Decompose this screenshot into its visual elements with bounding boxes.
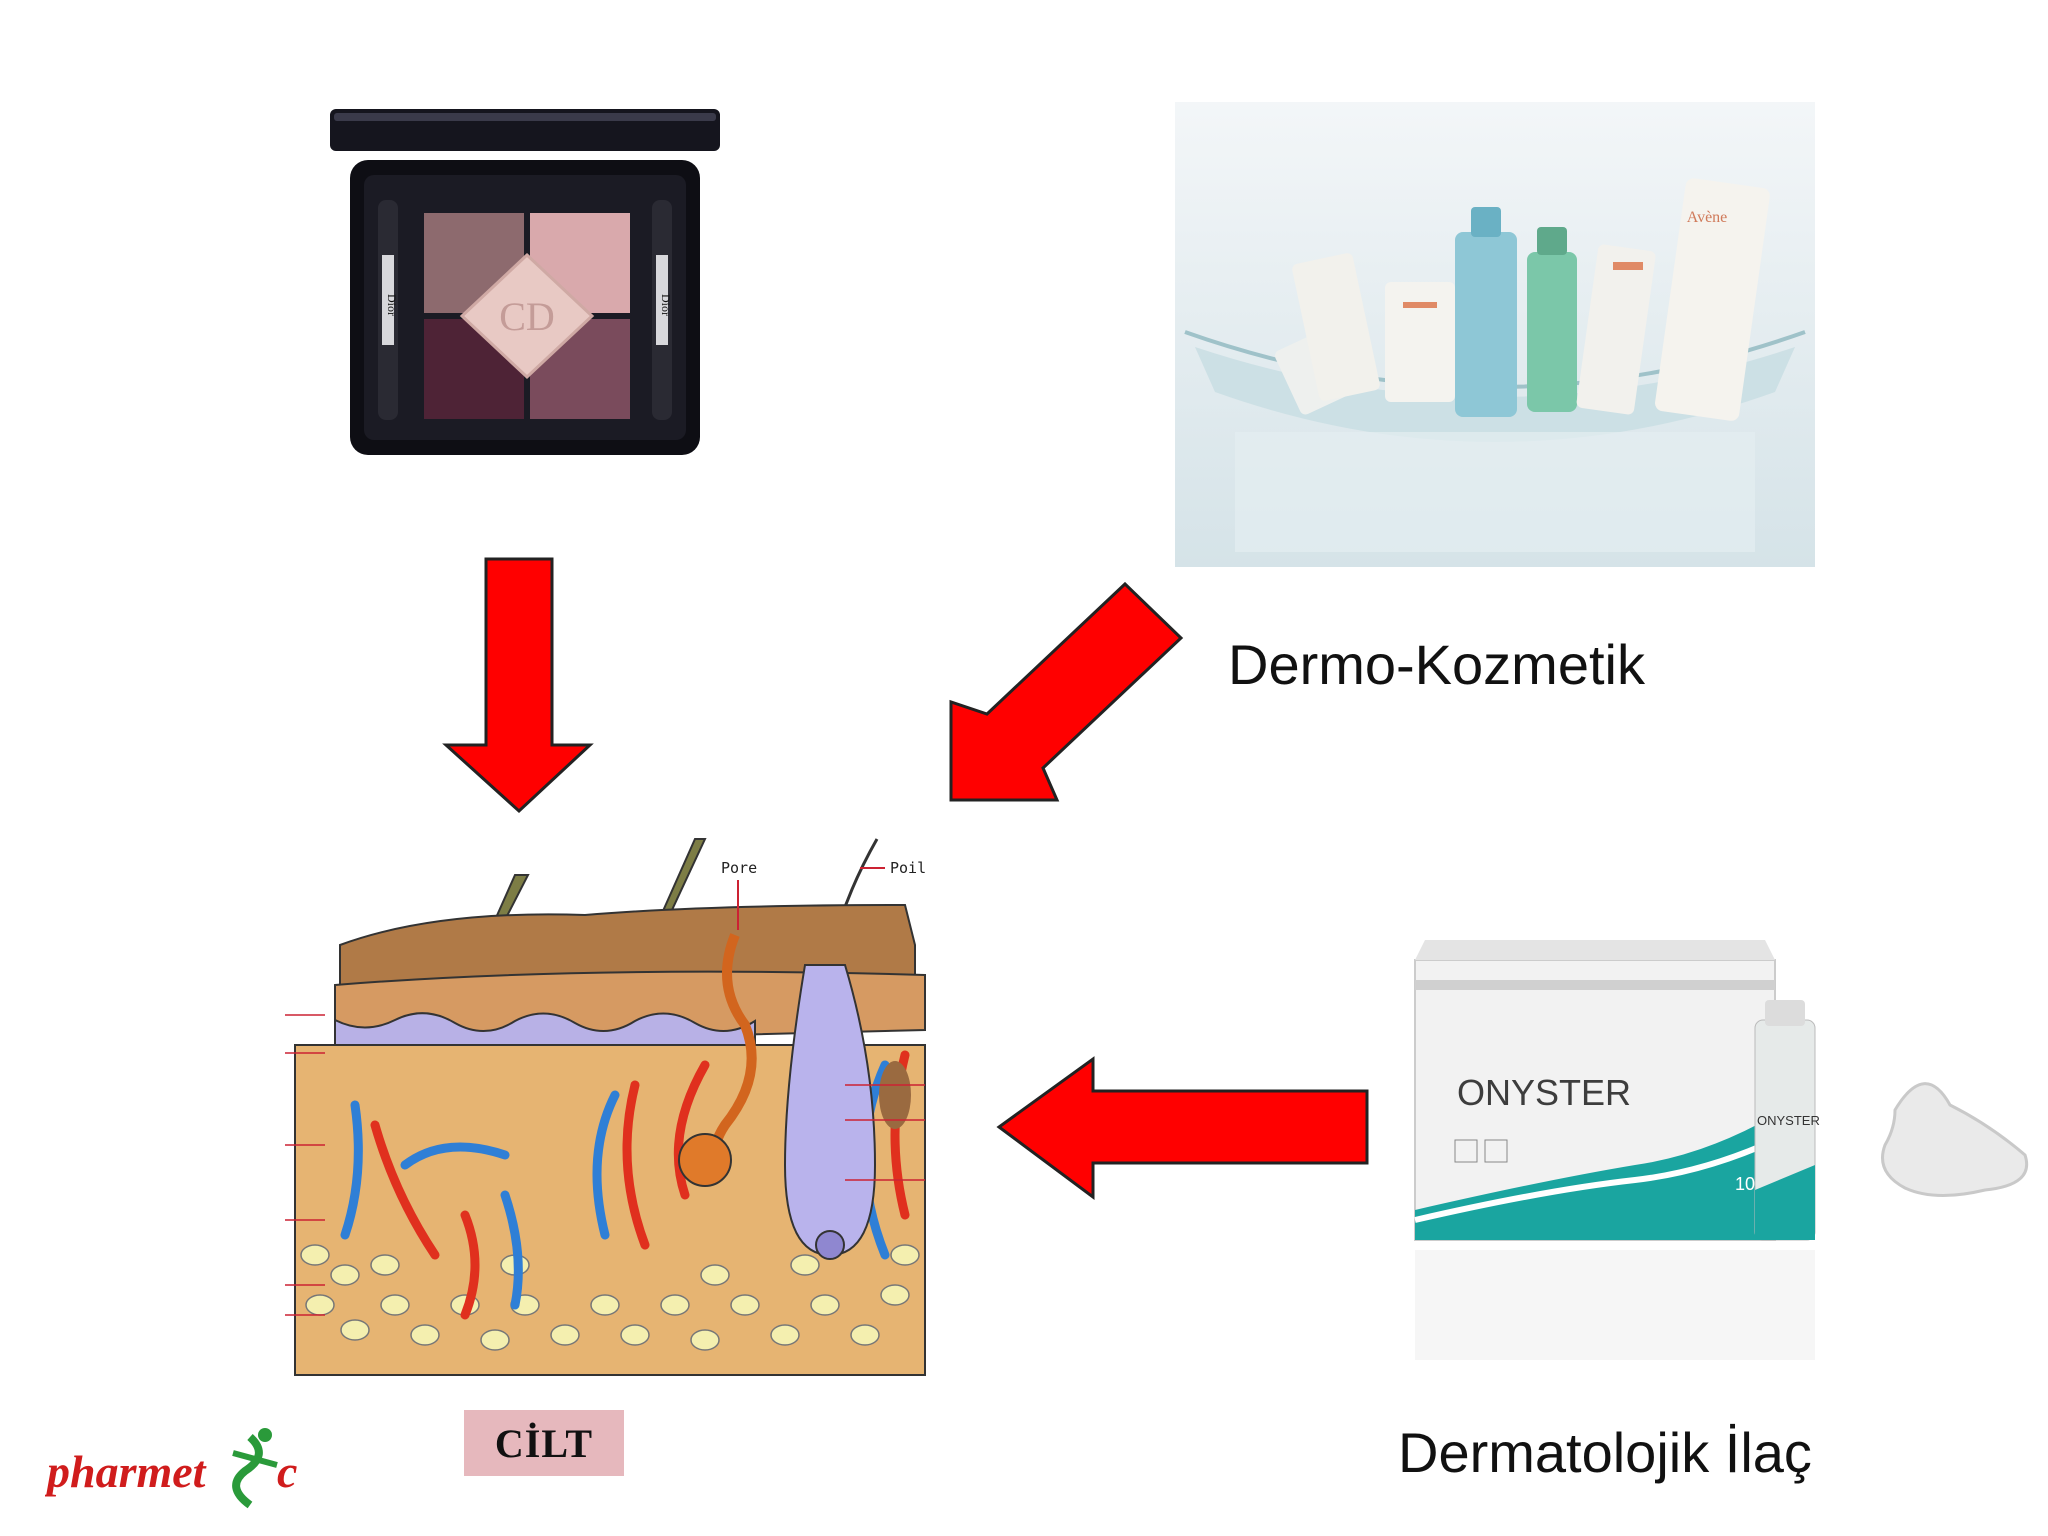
- dior-monogram: CD: [499, 294, 555, 339]
- dermo-cosmetic-caption: Dermo-Kozmetik: [1228, 633, 1645, 696]
- dermatological-drug-image: ONYSTER 10 ONYSTER: [1414, 940, 2028, 1360]
- logo-text-right: c: [277, 1446, 297, 1497]
- pharmetic-logo: pharmet c: [43, 1425, 315, 1515]
- skin-caption-text: CİLT: [494, 1420, 594, 1466]
- eyeshadow-palette-image: Dior Dior CD: [330, 109, 720, 455]
- arrow-left-icon: [996, 1056, 1369, 1200]
- skin-cross-section-diagram: Pore Poil: [285, 838, 926, 1376]
- dermatological-drug-caption: Dermatolojik İlaç: [1398, 1421, 1812, 1484]
- dermo-cosmetic-products-image: Avène: [1175, 102, 1815, 567]
- onyster-pack-size: 10: [1735, 1174, 1755, 1194]
- label-pore: Pore: [721, 859, 757, 877]
- skin-caption-box: CİLT: [464, 1410, 624, 1476]
- arrow-diagonal-icon: [949, 581, 1184, 802]
- avene-brand-text: Avène: [1687, 209, 1728, 226]
- dior-brand-right: Dior: [659, 294, 673, 316]
- onyster-tube-brand: ONYSTER: [1757, 1113, 1820, 1128]
- logo-text-left: pharmet: [45, 1446, 207, 1497]
- logo-figure-icon: [232, 1428, 278, 1509]
- dior-brand-left: Dior: [385, 294, 399, 316]
- arrow-down-icon: [442, 557, 594, 814]
- onyster-box-brand: ONYSTER: [1457, 1072, 1631, 1113]
- label-poil: Poil: [890, 859, 926, 877]
